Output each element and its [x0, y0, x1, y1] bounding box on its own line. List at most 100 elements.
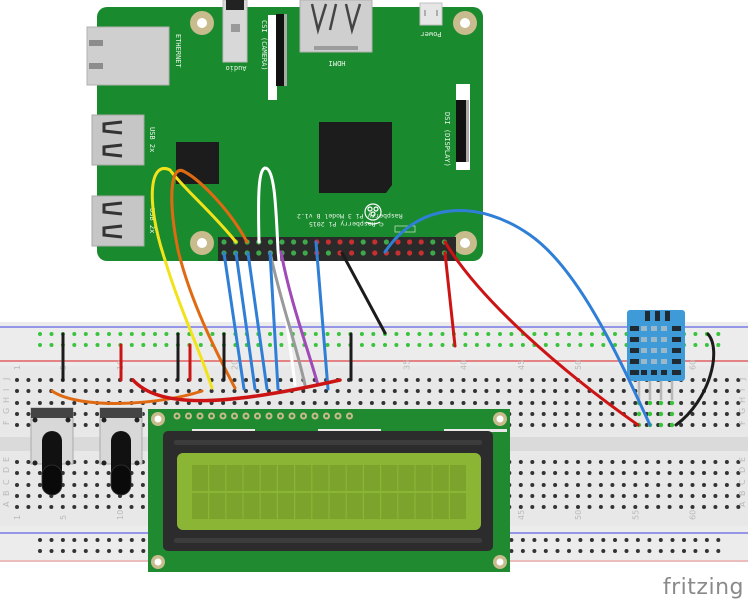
breadboard-hole[interactable] [244, 378, 248, 382]
breadboard-hole[interactable] [564, 378, 569, 382]
rail-hole[interactable] [624, 549, 629, 553]
breadboard-hole[interactable] [656, 483, 661, 487]
breadboard-hole[interactable] [553, 460, 558, 464]
breadboard-hole[interactable] [587, 483, 592, 487]
breadboard-hole[interactable] [518, 494, 523, 498]
breadboard-hole[interactable] [598, 401, 603, 405]
breadboard-hole[interactable] [724, 423, 729, 427]
breadboard-hole[interactable] [118, 389, 122, 393]
rail-hole[interactable] [463, 343, 468, 347]
breadboard-hole[interactable] [438, 401, 443, 405]
breadboard-hole[interactable] [312, 401, 317, 405]
rail-hole[interactable] [72, 538, 77, 542]
gpio-pin[interactable] [418, 239, 424, 245]
breadboard-hole[interactable] [713, 378, 718, 382]
breadboard-hole[interactable] [644, 423, 649, 427]
breadboard-hole[interactable] [553, 494, 558, 498]
breadboard-hole[interactable] [736, 423, 741, 427]
breadboard-hole[interactable] [415, 378, 420, 382]
breadboard-hole[interactable] [15, 460, 19, 464]
rail-hole[interactable] [567, 549, 571, 553]
rail-hole[interactable] [95, 549, 100, 553]
breadboard-hole[interactable] [679, 389, 684, 393]
rail-hole[interactable] [394, 332, 399, 336]
rail-hole[interactable] [693, 538, 698, 542]
breadboard-hole[interactable] [37, 401, 42, 405]
breadboard-hole[interactable] [702, 460, 706, 464]
rail-hole[interactable] [635, 538, 640, 542]
rail-hole[interactable] [613, 549, 617, 553]
rail-hole[interactable] [72, 343, 77, 347]
rail-hole[interactable] [498, 343, 502, 347]
breadboard-hole[interactable] [72, 378, 77, 382]
breadboard-hole[interactable] [541, 483, 546, 487]
rail-hole[interactable] [405, 343, 410, 347]
gpio-pin[interactable] [325, 239, 331, 245]
breadboard-hole[interactable] [369, 389, 374, 393]
rail-hole[interactable] [440, 332, 445, 336]
rail-hole[interactable] [509, 549, 514, 553]
breadboard-hole[interactable] [724, 389, 729, 393]
breadboard-hole[interactable] [95, 494, 100, 498]
breadboard-hole[interactable] [564, 389, 569, 393]
breadboard-hole[interactable] [140, 505, 145, 509]
breadboard-hole[interactable] [26, 401, 31, 405]
breadboard-hole[interactable] [461, 401, 466, 405]
breadboard-hole[interactable] [335, 401, 340, 405]
rail-hole[interactable] [371, 332, 376, 336]
breadboard-hole[interactable] [553, 378, 558, 382]
breadboard-hole[interactable] [587, 494, 592, 498]
rail-hole[interactable] [693, 549, 698, 553]
rail-hole[interactable] [716, 332, 721, 336]
breadboard-hole[interactable] [564, 494, 569, 498]
rail-hole[interactable] [589, 332, 594, 336]
breadboard-hole[interactable] [702, 401, 706, 405]
breadboard-hole[interactable] [347, 401, 351, 405]
breadboard-hole[interactable] [427, 401, 432, 405]
breadboard-hole[interactable] [427, 389, 432, 393]
breadboard-hole[interactable] [95, 412, 100, 416]
breadboard-hole[interactable] [232, 401, 237, 405]
breadboard-hole[interactable] [106, 471, 111, 475]
rail-hole[interactable] [532, 332, 537, 336]
rail-hole[interactable] [141, 549, 146, 553]
breadboard-hole[interactable] [690, 483, 695, 487]
breadboard-hole[interactable] [473, 401, 477, 405]
rail-hole[interactable] [118, 538, 123, 542]
breadboard-hole[interactable] [598, 389, 603, 393]
breadboard-hole[interactable] [610, 412, 615, 416]
breadboard-hole[interactable] [95, 423, 100, 427]
breadboard-hole[interactable] [564, 471, 569, 475]
breadboard-hole[interactable] [541, 423, 546, 427]
rail-hole[interactable] [509, 332, 514, 336]
breadboard-hole[interactable] [736, 389, 741, 393]
breadboard-hole[interactable] [724, 483, 729, 487]
rail-hole[interactable] [49, 332, 54, 336]
breadboard-hole[interactable] [186, 389, 191, 393]
rail-hole[interactable] [107, 343, 111, 347]
breadboard-hole[interactable] [369, 378, 374, 382]
breadboard-hole[interactable] [587, 423, 592, 427]
breadboard-hole[interactable] [541, 401, 546, 405]
breadboard-hole[interactable] [564, 412, 569, 416]
breadboard-hole[interactable] [415, 401, 420, 405]
breadboard-hole[interactable] [95, 471, 100, 475]
breadboard-hole[interactable] [37, 471, 42, 475]
wire-blue[interactable] [234, 251, 257, 391]
breadboard-hole[interactable] [564, 401, 569, 405]
rail-hole[interactable] [198, 343, 203, 347]
breadboard-hole[interactable] [15, 389, 19, 393]
breadboard-hole[interactable] [679, 483, 684, 487]
breadboard-hole[interactable] [736, 471, 741, 475]
breadboard-hole[interactable] [656, 494, 661, 498]
breadboard-hole[interactable] [713, 471, 718, 475]
gpio-pin[interactable] [360, 250, 366, 256]
breadboard-hole[interactable] [610, 505, 615, 509]
gpio-pin[interactable] [302, 239, 308, 245]
rail-hole[interactable] [555, 343, 560, 347]
gpio-pin[interactable] [349, 239, 355, 245]
breadboard-hole[interactable] [598, 494, 603, 498]
breadboard-hole[interactable] [15, 505, 19, 509]
breadboard-hole[interactable] [690, 378, 695, 382]
rail-hole[interactable] [613, 343, 617, 347]
